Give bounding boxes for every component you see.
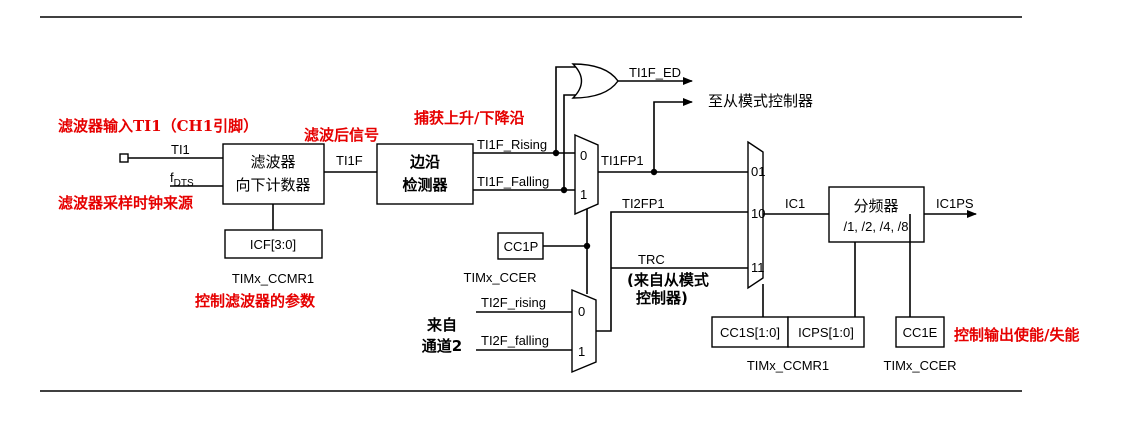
cc1e-label: CC1E bbox=[903, 325, 938, 340]
trc-label: TRC bbox=[638, 252, 665, 267]
mux2-0-label: 0 bbox=[578, 304, 585, 319]
filter-label-2: 向下计数器 bbox=[235, 176, 310, 194]
or-input-2-wire bbox=[563, 94, 578, 190]
divider-label-1: 分频器 bbox=[853, 197, 898, 215]
annotation-after-filter: 滤波后信号 bbox=[304, 126, 379, 144]
ti1f-ed-label: TI1F_ED bbox=[629, 65, 681, 80]
divider-box bbox=[828, 186, 925, 243]
mux-1-label: 1 bbox=[580, 187, 587, 202]
ti1-input-pin bbox=[119, 153, 129, 163]
to-slave-arrow bbox=[653, 98, 693, 172]
icf-box bbox=[224, 229, 323, 259]
to-slave-label: 至从模式控制器 bbox=[708, 92, 813, 110]
filter-label-1: 滤波器 bbox=[250, 153, 295, 171]
or-input-1-wire bbox=[555, 66, 578, 153]
annotation-sampling-clock: 滤波器采样时钟来源 bbox=[58, 194, 193, 212]
icf-register: TIMx_CCMR1 bbox=[232, 271, 314, 286]
filter-box bbox=[222, 143, 325, 205]
trc-note-1: (来自从模式 bbox=[627, 271, 709, 289]
ti1f-label: TI1F bbox=[336, 153, 363, 168]
or-gate bbox=[571, 63, 619, 99]
edge-detector-box bbox=[376, 143, 474, 205]
edge-label-2: 检测器 bbox=[402, 176, 448, 194]
cc1s-box bbox=[711, 316, 789, 348]
cc1e-box bbox=[895, 316, 945, 348]
ti1fp1-label: TI1FP1 bbox=[601, 153, 644, 168]
icps-label: ICPS[1:0] bbox=[798, 325, 854, 340]
ti1f-falling-label: TI1F_Falling bbox=[477, 174, 549, 189]
sel-11-label: 11 bbox=[751, 260, 765, 275]
ti2fp1-wire bbox=[596, 211, 748, 332]
from-ch2-2: 通道2 bbox=[422, 337, 462, 355]
ti1-label: TI1 bbox=[171, 142, 190, 157]
fdts-label: fDTS bbox=[170, 170, 194, 189]
trc-note-2: 控制器) bbox=[636, 289, 688, 307]
ti2f-falling-label: TI2F_falling bbox=[481, 333, 549, 348]
ccmr1-register: TIMx_CCMR1 bbox=[747, 358, 829, 373]
capture-select-mux bbox=[747, 140, 764, 290]
fdts-sub: DTS bbox=[174, 178, 194, 189]
mux2-1-label: 1 bbox=[578, 344, 585, 359]
junction-cc1p bbox=[583, 242, 591, 250]
ch2-mux bbox=[571, 288, 597, 374]
mux-0-label: 0 bbox=[580, 148, 587, 163]
annotation-filter-input: 滤波器输入TI1（CH1引脚） bbox=[58, 117, 258, 135]
edge-label-1: 边沿 bbox=[409, 153, 440, 171]
ti2f-rising-label: TI2F_rising bbox=[481, 295, 546, 310]
from-ch2-1: 来自 bbox=[426, 316, 457, 334]
cc1p-register: TIMx_CCER bbox=[464, 270, 537, 285]
sel-10-label: 10 bbox=[751, 206, 765, 221]
ti1f-rising-label: TI1F_Rising bbox=[477, 137, 547, 152]
cc1p-label: CC1P bbox=[504, 239, 539, 254]
annotation-capture-edge: 捕获上升/下降沿 bbox=[414, 109, 524, 127]
annotation-filter-params: 控制滤波器的参数 bbox=[195, 292, 316, 310]
icf-label: ICF[3:0] bbox=[250, 237, 296, 252]
polarity-mux bbox=[574, 133, 599, 216]
icps-box bbox=[787, 316, 865, 348]
ti2fp1-label: TI2FP1 bbox=[622, 196, 665, 211]
annotation-output-enable: 控制输出使能/失能 bbox=[954, 326, 1079, 344]
divider-label-2: /1, /2, /4, /8 bbox=[843, 219, 908, 234]
ic1-label: IC1 bbox=[785, 196, 805, 211]
cc1s-label: CC1S[1:0] bbox=[720, 325, 780, 340]
fdts-f: f bbox=[170, 170, 174, 185]
ic1ps-label: IC1PS bbox=[936, 196, 974, 211]
sel-01-label: 01 bbox=[751, 164, 765, 179]
ccer-register: TIMx_CCER bbox=[884, 358, 957, 373]
